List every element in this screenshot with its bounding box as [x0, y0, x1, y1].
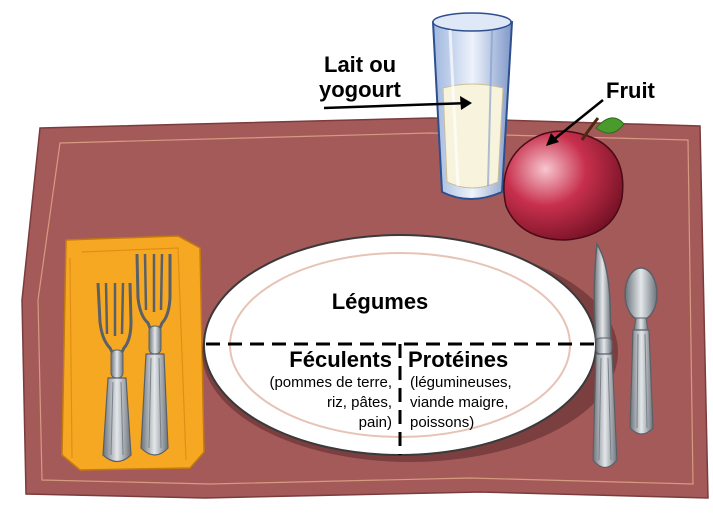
starches-examples-line1: (pommes de terre, — [210, 374, 392, 391]
starches-examples-line2: riz, pâtes, — [210, 394, 392, 411]
fruit-label: Fruit — [606, 78, 655, 104]
starches-examples-line3: pain) — [210, 414, 392, 431]
proteins-examples-line1: (légumineuses, — [410, 374, 580, 391]
milk-label-line2: yogourt — [319, 77, 401, 103]
milk-glass-icon — [433, 13, 512, 199]
vegetables-label: Légumes — [290, 289, 470, 315]
proteins-examples-line3: poissons) — [410, 414, 580, 431]
proteins-label: Protéines — [408, 347, 568, 373]
proteins-examples-line2: viande maigre, — [410, 394, 580, 411]
napkin — [62, 236, 204, 470]
milk-label-line1: Lait ou — [324, 52, 396, 78]
starches-label: Féculents — [228, 347, 392, 373]
